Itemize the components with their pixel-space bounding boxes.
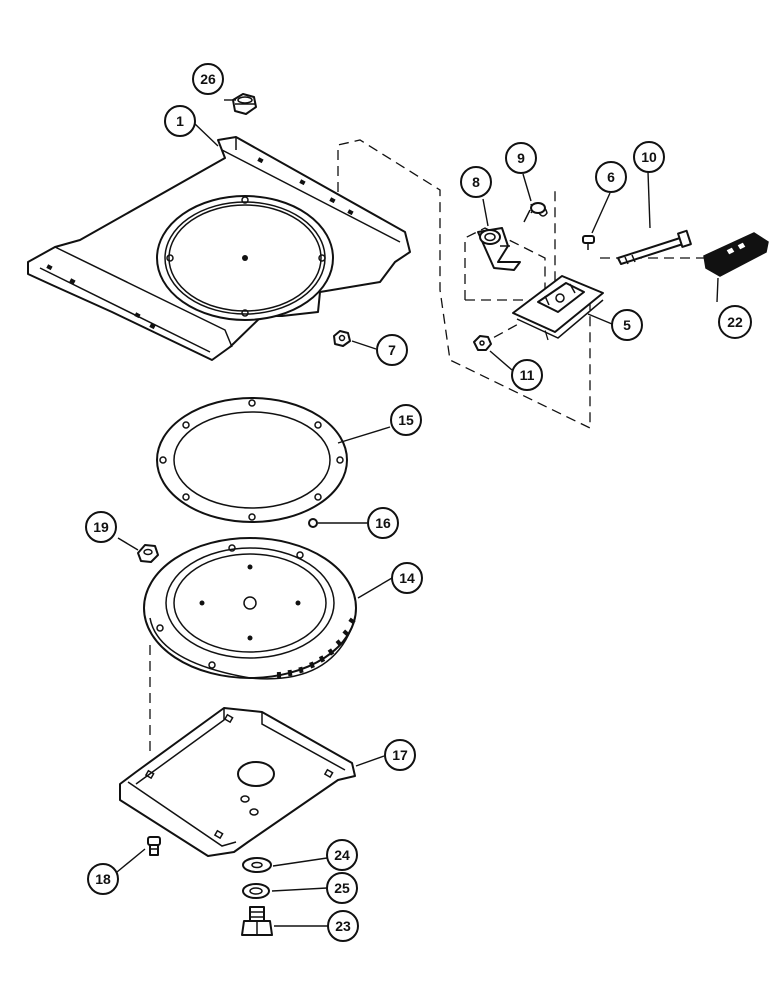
callout-9: 9 bbox=[505, 142, 537, 174]
part-5-latch-plate bbox=[512, 275, 604, 339]
part-11-nut bbox=[473, 335, 492, 351]
callout-17: 17 bbox=[384, 739, 416, 771]
part-14-turntable-gear bbox=[143, 537, 357, 680]
callout-1: 1 bbox=[164, 105, 196, 137]
svg-text:15: 15 bbox=[398, 412, 414, 428]
svg-text:6: 6 bbox=[607, 169, 615, 185]
svg-text:1: 1 bbox=[176, 113, 184, 129]
svg-text:26: 26 bbox=[200, 71, 216, 87]
part-10-bolt bbox=[617, 229, 692, 265]
svg-text:16: 16 bbox=[375, 515, 391, 531]
svg-text:22: 22 bbox=[727, 314, 743, 330]
part-19-nut bbox=[137, 544, 159, 563]
part-17-base-plate bbox=[119, 707, 356, 857]
part-7-nut bbox=[333, 330, 351, 347]
callout-22: 22 bbox=[718, 305, 752, 339]
part-8-latch-bracket bbox=[477, 227, 521, 271]
part-23-shoulder-bolt bbox=[241, 906, 273, 936]
svg-text:17: 17 bbox=[392, 747, 408, 763]
svg-text:25: 25 bbox=[334, 880, 350, 896]
part-6-screw bbox=[582, 235, 595, 250]
part-22-latch-knob bbox=[703, 232, 769, 277]
svg-text:14: 14 bbox=[399, 570, 415, 586]
svg-text:9: 9 bbox=[517, 150, 525, 166]
part-25-washer bbox=[242, 883, 270, 899]
svg-text:11: 11 bbox=[520, 367, 535, 383]
callout-26: 26 bbox=[192, 63, 224, 95]
callout-5: 5 bbox=[611, 309, 643, 341]
svg-text:8: 8 bbox=[472, 174, 480, 190]
part-16-ball bbox=[308, 518, 318, 528]
svg-text:23: 23 bbox=[335, 918, 351, 934]
callout-11: 11 bbox=[511, 359, 543, 391]
part-15-bearing-ring bbox=[156, 397, 348, 523]
svg-text:24: 24 bbox=[334, 847, 350, 863]
callout-15: 15 bbox=[390, 404, 422, 436]
part-9-spring bbox=[523, 202, 548, 223]
callout-16: 16 bbox=[367, 507, 399, 539]
callout-25: 25 bbox=[326, 872, 358, 904]
svg-text:10: 10 bbox=[641, 149, 657, 165]
svg-text:19: 19 bbox=[93, 519, 109, 535]
callout-19: 19 bbox=[85, 511, 117, 543]
part-1-seat-plate bbox=[27, 136, 411, 361]
part-24-washer bbox=[242, 857, 272, 873]
callout-14: 14 bbox=[391, 562, 423, 594]
callout-24: 24 bbox=[326, 839, 358, 871]
svg-text:5: 5 bbox=[623, 317, 631, 333]
leader-lines bbox=[116, 99, 719, 927]
callout-18: 18 bbox=[87, 863, 119, 895]
callout-10: 10 bbox=[633, 141, 665, 173]
svg-text:7: 7 bbox=[388, 342, 396, 358]
svg-text:18: 18 bbox=[95, 871, 111, 887]
part-26-nut bbox=[232, 93, 257, 115]
part-18-bolt bbox=[147, 836, 161, 856]
callout-6: 6 bbox=[595, 161, 627, 193]
callout-8: 8 bbox=[460, 166, 492, 198]
callout-23: 23 bbox=[327, 910, 359, 942]
callout-7: 7 bbox=[376, 334, 408, 366]
